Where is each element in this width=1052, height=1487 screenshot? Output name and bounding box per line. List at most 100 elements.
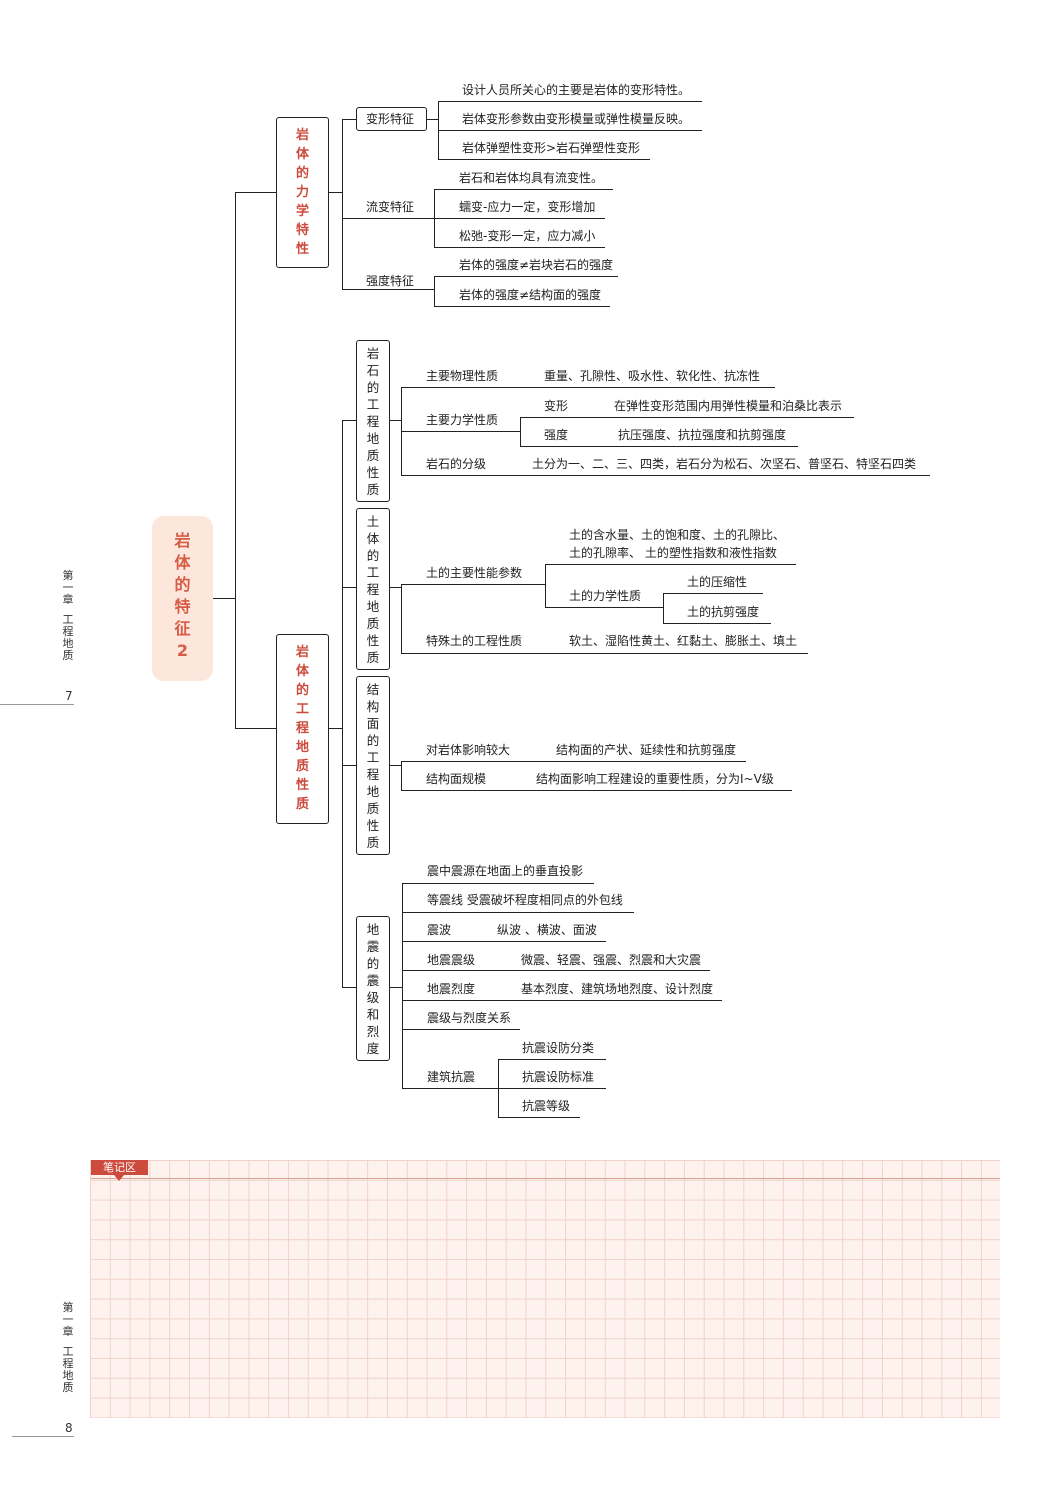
soil-mech-item-1: 土的压缩性 [687,575,748,589]
soil-mech-item-2: 土的抗剪强度 [687,605,760,619]
root-node: 岩体的特征2 [152,516,213,681]
strength-item-1: 岩体的强度≠岩块岩石的强度 [459,258,614,272]
rock-mech-sub-trunk [520,417,521,446]
struct-sub-trunk [401,761,402,791]
branch-mech-connector [235,192,276,193]
soil-params-lines-rule [545,564,796,565]
rock-mech-rule [401,431,520,432]
soil-node: 土体的工程地质性质 [356,508,390,670]
side-chapter-bottom: 第一章 [62,1301,74,1338]
struct-sub-connector [390,765,401,766]
strength-item-1-rule [434,276,618,277]
strength-item-2-rule [434,306,610,307]
struct-influence-label: 对岩体影响较大 [426,743,511,757]
quake-magnitude-value: 微震、轻震、强震、烈震和大灾震 [521,953,702,967]
rock-mech-strength-rule [520,446,798,447]
rock-grade-rule [401,475,930,476]
quake-waves-label: 震波 [427,923,452,937]
quake-epicenter: 震中震源在地面上的垂直投影 [427,864,584,878]
flow-item-1-rule [434,189,613,190]
rock-node: 岩石的工程地质性质 [356,340,390,502]
rock-mech-deform-value: 在弹性变形范围内用弹性模量和泊桑比表示 [614,399,843,413]
quake-building-item-1-rule [498,1059,606,1060]
soil-params-rule [401,584,545,585]
rock-connector [342,420,356,421]
deform-item-1-rule [438,101,702,102]
quake-relation-rule [402,1029,520,1030]
soil-params-label: 土的主要性能参数 [426,566,523,580]
rock-physical-rule [401,387,775,388]
eng-trunk [342,420,343,987]
flow-rule [342,218,434,219]
notes-label: 笔记区 [91,1160,148,1175]
deform-node [356,107,427,131]
flow-item-3: 松弛-变形一定，应力减小 [459,229,596,243]
quake-isoseismal: 等震线 受震破坏程度相同点的外包线 [427,893,623,907]
deform-sub-connector [427,119,438,120]
quake-epicenter-rule [402,883,594,884]
page-rule-bottom [12,1436,74,1437]
page-rule-top [0,704,74,705]
branch-mech-node: 岩体的力学特性 [276,117,329,268]
rock-physical-value: 重量、孔隙性、吸水性、软化性、抗冻性 [544,369,761,383]
soil-special-rule [401,653,808,654]
rock-mech-deform-label: 变形 [544,399,569,413]
rock-grade-label: 岩石的分级 [426,457,487,471]
struct-influence-rule [401,761,746,762]
struct-scale-value: 结构面影响工程建设的重要性质，分为Ⅰ~Ⅴ级 [536,772,774,786]
branch-eng-connector [235,728,276,729]
branch-eng-node: 岩体的工程地质性质 [276,634,329,824]
quake-magnitude-rule [402,970,710,971]
notes-header-rule [91,1178,1000,1179]
quake-waves-rule [402,941,606,942]
strength-rule [342,289,434,290]
strength-label: 强度特征 [366,274,415,288]
struct-scale-rule [401,790,792,791]
soil-mech-item-2-rule [663,623,771,624]
strength-sub-trunk [434,276,435,306]
side-subject-bottom: 工程地质 [62,1345,74,1394]
soil-mech-rule [545,607,663,608]
flow-label: 流变特征 [366,200,415,214]
flow-item-2-rule [434,218,605,219]
flow-item-3-rule [434,247,605,248]
quake-magnitude-label: 地震震级 [427,953,476,967]
quake-intensity-value: 基本烈度、建筑场地烈度、设计烈度 [521,982,714,996]
quake-building-item-3-rule [498,1117,580,1118]
quake-relation: 震级与烈度关系 [427,1011,512,1025]
soil-params-line-1: 土的含水量、土的饱和度、土的孔隙比、 [569,528,786,542]
quake-building-rule [402,1088,498,1089]
deform-item-2: 岩体变形参数由变形模量或弹性模量反映。 [462,112,691,126]
struct-scale-label: 结构面规模 [426,772,487,786]
quake-building-item-2: 抗震设防标准 [522,1070,595,1084]
root-trunk [235,192,236,728]
flow-item-2: 蠕变-应力一定，变形增加 [459,200,596,214]
notes-grid[interactable] [90,1160,1000,1418]
soil-connector [342,587,356,588]
deform-item-1: 设计人员所关心的主要是岩体的变形特性。 [462,83,691,97]
quake-building-item-3: 抗震等级 [522,1099,571,1113]
quake-sub-trunk [402,883,403,1089]
deform-item-2-rule [438,130,702,131]
eng-connector [329,728,342,729]
struct-node: 结构面的工程地质性质 [356,676,390,855]
soil-params-sub-trunk [545,564,546,607]
page-number-bottom: 8 [65,1421,73,1435]
root-connector [213,598,235,599]
deform-item-3-rule [438,159,650,160]
quake-waves-value: 纵波 、横波、面波 [497,923,597,937]
deform-connector [342,119,356,120]
quake-connector [342,987,356,988]
soil-params-line-2: 土的孔隙率、 土的塑性指数和液性指数 [569,546,777,560]
deform-item-3: 岩体弹塑性变形>岩石弹塑性变形 [462,141,641,155]
soil-special-value: 软土、湿陷性黄土、红黏土、膨胀土、填土 [569,634,798,648]
page-number-top: 7 [65,689,73,703]
struct-connector [342,765,356,766]
mech-trunk [342,119,343,289]
rock-mech-label: 主要力学性质 [426,413,499,427]
rock-grade-value: 土分为一、二、三、四类，岩石分为松石、次坚石、普坚石、特坚石四类 [532,457,917,471]
rock-mech-deform-rule [520,417,854,418]
struct-influence-value: 结构面的产状、延续性和抗剪强度 [556,743,737,757]
quake-node: 地震的震级和烈度 [356,916,390,1061]
soil-mech-item-1-rule [663,593,763,594]
